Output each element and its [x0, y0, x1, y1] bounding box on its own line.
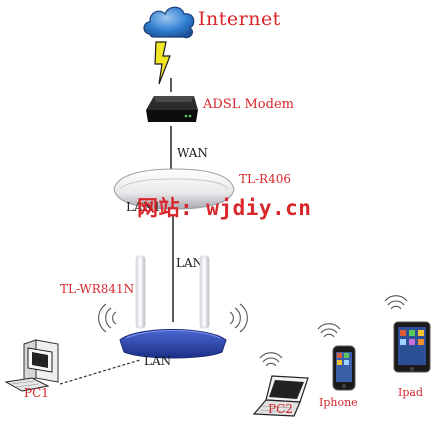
pc2-label: PC2 [268, 402, 293, 416]
pc1-label: PC1 [24, 386, 49, 400]
iphone-label: Iphone [319, 396, 358, 409]
ipad-wifi-icon [384, 295, 408, 310]
internet-label: Internet [198, 8, 281, 30]
ipad-label: Ipad [398, 386, 423, 399]
pc2-wifi-icon [259, 352, 283, 367]
adsl-modem-label: ADSL Modem [203, 97, 294, 112]
iphone-device-icon [332, 345, 356, 391]
tl-r406-router-icon [113, 168, 235, 210]
cloud-icon [143, 6, 195, 39]
wan-label: WAN [177, 146, 208, 160]
lightning-icon [154, 41, 171, 85]
ipad-device-icon [393, 321, 431, 373]
pc1-desktop-icon [4, 339, 59, 392]
lan1-port-label: LAN1 [126, 200, 161, 214]
lan-uplink-label: LAN [176, 256, 204, 270]
pc1-lan-line [59, 359, 141, 385]
tl-wr841n-router-icon [98, 255, 248, 359]
iphone-wifi-icon [317, 323, 341, 338]
internet-node [140, 2, 198, 42]
tl-r406-label: TL-R406 [239, 172, 291, 186]
pc2-laptop-icon [252, 375, 309, 417]
tl-wr841n-label: TL-WR841N [60, 282, 135, 296]
pc-lan-label: LAN [144, 354, 172, 368]
site-watermark: 网站: wjdiy.cn [137, 196, 312, 220]
adsl-modem-icon [146, 96, 198, 122]
